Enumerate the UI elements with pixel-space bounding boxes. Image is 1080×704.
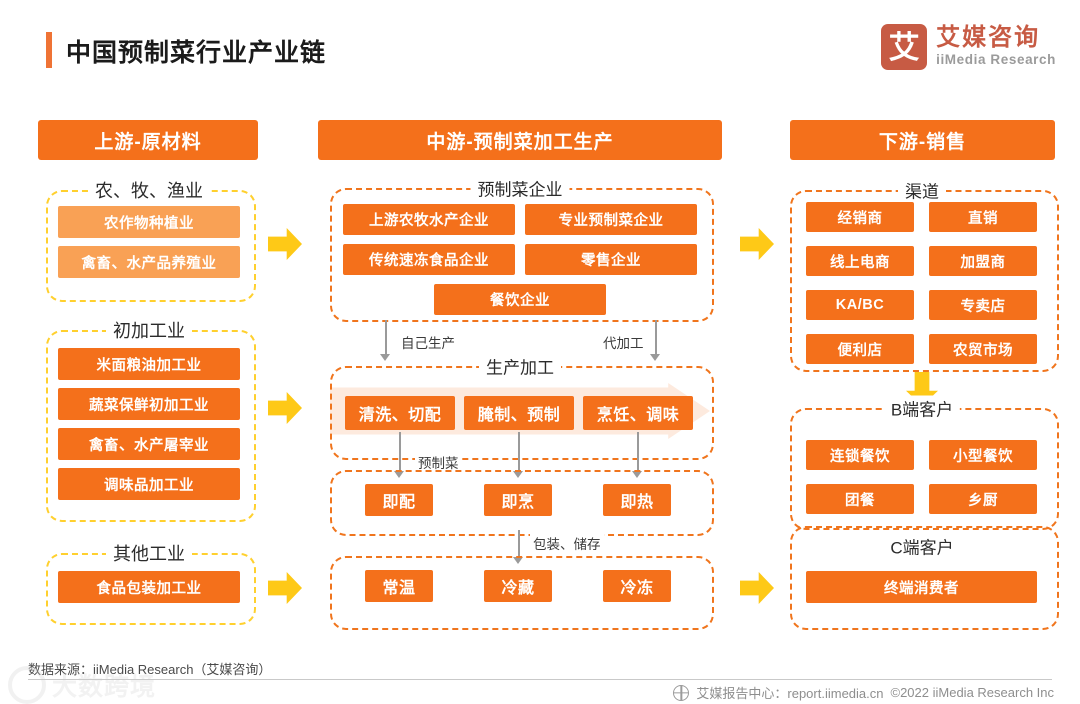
connector-to-ready-3-head-icon [632, 471, 642, 478]
connector-to-ready-1-head-icon [394, 471, 404, 478]
chip-professional-prepared-food-enterprise[interactable]: 专业预制菜企业 [525, 204, 697, 235]
chip-catering-enterprise[interactable]: 餐饮企业 [434, 284, 606, 315]
upstream-group-agriculture-label: 农、牧、渔业 [88, 177, 210, 203]
chip-condiment-processing[interactable]: 调味品加工业 [58, 468, 240, 500]
downstream-group-b-side-label: B端客户 [883, 395, 961, 421]
chip-franchisee[interactable]: 加盟商 [929, 246, 1037, 276]
chip-chain-restaurant[interactable]: 连锁餐饮 [806, 440, 914, 470]
logo-mark-icon: 艾 [881, 24, 928, 70]
watermark-text: 大数跨境 [52, 673, 157, 701]
chip-frozen-food-enterprise[interactable]: 传统速冻食品企业 [343, 244, 515, 275]
arrow-upstream-to-midstream-2-icon [268, 392, 302, 424]
watermark: 大数跨境 [8, 666, 156, 704]
chip-end-consumer[interactable]: 终端消费者 [806, 571, 1037, 603]
chip-farmers-market[interactable]: 农贸市场 [929, 334, 1037, 364]
midstream-header: 中游-预制菜加工生产 [318, 120, 722, 160]
upstream-group-primary-processing-label: 初加工业 [106, 317, 192, 343]
chip-slaughtering[interactable]: 禽畜、水产屠宰业 [58, 428, 240, 460]
arrow-midstream-to-downstream-1-icon [740, 228, 774, 260]
connector-self-production [385, 320, 387, 357]
watermark-ring-icon [8, 666, 46, 704]
chip-distributor[interactable]: 经销商 [806, 202, 914, 232]
brand-logo: 艾 艾媒咨询 iiMedia Research [881, 24, 1056, 70]
connector-to-storage [518, 530, 520, 560]
arrow-upstream-to-midstream-1-icon [268, 228, 302, 260]
downstream-group-c-side [790, 526, 1059, 630]
midstream-group-enterprises-label: 预制菜企业 [470, 175, 570, 201]
chip-group-meal[interactable]: 团餐 [806, 484, 914, 514]
chip-livestock-aquaculture[interactable]: 禽畜、水产品养殖业 [58, 246, 240, 278]
chip-rural-chef[interactable]: 乡厨 [929, 484, 1037, 514]
copyright-text: ©2022 iiMedia Research Inc [890, 685, 1055, 700]
downstream-group-c-side-label: C端客户 [883, 533, 961, 559]
chip-online-ecommerce[interactable]: 线上电商 [806, 246, 914, 276]
logo-name-en: iiMedia Research [936, 52, 1056, 68]
title-accent-bar [46, 32, 52, 68]
globe-icon [673, 684, 690, 701]
downstream-header: 下游-销售 [790, 120, 1055, 160]
connector-to-storage-head-icon [513, 557, 523, 564]
upstream-header: 上游-原材料 [38, 120, 258, 160]
connector-oem-head-icon [650, 354, 660, 361]
label-prepared-dish: 预制菜 [415, 452, 462, 472]
chip-ready-to-cook[interactable]: 即烹 [484, 484, 552, 516]
midstream-group-storage [330, 556, 714, 630]
page-header: 中国预制菜行业产业链 艾 艾媒咨询 iiMedia Research [0, 0, 1080, 100]
chip-specialty-store[interactable]: 专卖店 [929, 290, 1037, 320]
chip-marinate-prepare[interactable]: 腌制、预制 [464, 396, 574, 430]
connector-to-ready-3 [637, 432, 639, 474]
page-title: 中国预制菜行业产业链 [66, 39, 327, 67]
arrow-midstream-to-downstream-2-icon [740, 572, 774, 604]
chip-vegetable-preservation[interactable]: 蔬菜保鲜初加工业 [58, 388, 240, 420]
upstream-group-other-industry-label: 其他工业 [106, 540, 192, 566]
source-note: 数据来源：iiMedia Research（艾媒咨询） [28, 662, 272, 677]
chip-convenience-store[interactable]: 便利店 [806, 334, 914, 364]
chip-upstream-agri-enterprise[interactable]: 上游农牧水产企业 [343, 204, 515, 235]
chip-chilled[interactable]: 冷藏 [484, 570, 552, 602]
label-packaging-storage: 包装、储存 [530, 533, 604, 553]
logo-text: 艾媒咨询 iiMedia Research [936, 25, 1056, 68]
chip-ambient[interactable]: 常温 [365, 570, 433, 602]
report-center-link[interactable]: 艾媒报告中心：report.iimedia.cn [696, 686, 884, 701]
midstream-group-processing-label: 生产加工 [479, 353, 561, 379]
footer-divider [28, 679, 1052, 680]
chip-ka-bc[interactable]: KA/BC [806, 290, 914, 320]
connector-to-ready-2-head-icon [513, 471, 523, 478]
chip-direct-sales[interactable]: 直销 [929, 202, 1037, 232]
chip-frozen[interactable]: 冷冻 [603, 570, 671, 602]
connector-to-ready-2 [518, 432, 520, 474]
chip-grain-oil-processing[interactable]: 米面粮油加工业 [58, 348, 240, 380]
chip-ready-to-heat[interactable]: 即热 [603, 484, 671, 516]
downstream-group-channel-label: 渠道 [898, 177, 946, 203]
chip-small-restaurant[interactable]: 小型餐饮 [929, 440, 1037, 470]
chip-retail-enterprise[interactable]: 零售企业 [525, 244, 697, 275]
chip-crop-farming[interactable]: 农作物种植业 [58, 206, 240, 238]
chip-cook-season[interactable]: 烹饪、调味 [583, 396, 693, 430]
logo-name-cn: 艾媒咨询 [936, 24, 1041, 52]
midstream-group-prepared [330, 470, 714, 536]
chip-wash-cut[interactable]: 清洗、切配 [345, 396, 455, 430]
label-oem: 代加工 [600, 332, 647, 352]
chip-ready-to-assemble[interactable]: 即配 [365, 484, 433, 516]
connector-self-production-head-icon [380, 354, 390, 361]
arrow-upstream-to-midstream-3-icon [268, 572, 302, 604]
connector-oem [655, 320, 657, 357]
label-self-production: 自己生产 [398, 332, 458, 352]
chip-food-packaging[interactable]: 食品包装加工业 [58, 571, 240, 603]
connector-to-ready-1 [399, 432, 401, 474]
footer-info: 艾媒报告中心：report.iimedia.cn ©2022 iiMedia R… [673, 683, 1054, 702]
